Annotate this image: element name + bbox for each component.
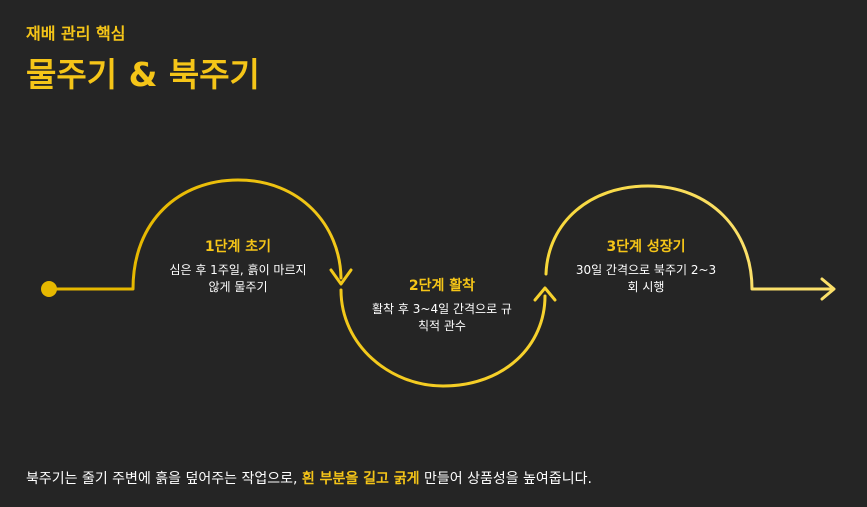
step-1: 1단계 초기 심은 후 1주일, 흙이 마르지 않게 물주기 bbox=[148, 236, 328, 296]
step-2-desc-line1: 활착 후 3~4일 간격으로 규 bbox=[372, 302, 512, 316]
step-2-label: 2단계 활착 bbox=[408, 278, 476, 294]
footer-text-after: 만들어 상품성을 높여줍니다. bbox=[419, 471, 592, 487]
stage3-arc bbox=[544, 184, 754, 291]
step-3-label: 3단계 성장기 bbox=[606, 239, 686, 255]
step-3: 3단계 성장기 30일 간격으로 북주기 2~3 회 시행 bbox=[556, 236, 736, 296]
stage2-arrowhead bbox=[533, 286, 557, 302]
step-1-label: 1단계 초기 bbox=[204, 239, 272, 255]
footer-note: 북주기는 줄기 주변에 흙을 덮어주는 작업으로, 흰 부분을 길고 굵게 만들… bbox=[26, 468, 592, 488]
step-1-desc-line2: 않게 물주기 bbox=[208, 280, 268, 294]
step-3-desc-line1: 30일 간격으로 북주기 2~3 bbox=[575, 263, 717, 277]
stage2-arc bbox=[339, 288, 547, 388]
step-2-desc: 활착 후 3~4일 간격으로 규 칙적 관수 bbox=[352, 301, 532, 335]
step-1-desc: 심은 후 1주일, 흙이 마르지 않게 물주기 bbox=[148, 262, 328, 296]
footer-text-before: 북주기는 줄기 주변에 흙을 덮어주는 작업으로, bbox=[26, 471, 302, 487]
end-arrowhead bbox=[820, 277, 836, 301]
eyebrow-label: 재배 관리 핵심 bbox=[26, 24, 126, 43]
stage1-arrowhead bbox=[329, 268, 353, 286]
footer-highlight: 흰 부분을 길고 굵게 bbox=[301, 471, 420, 487]
step-3-desc-line2: 회 시행 bbox=[627, 280, 665, 294]
step-3-desc: 30일 간격으로 북주기 2~3 회 시행 bbox=[556, 262, 736, 296]
step-2-desc-line2: 칙적 관수 bbox=[418, 319, 466, 333]
page-title: 물주기 & 북주기 bbox=[26, 55, 260, 94]
stage1-arc bbox=[131, 178, 343, 291]
step-2: 2단계 활착 활착 후 3~4일 간격으로 규 칙적 관수 bbox=[352, 275, 532, 335]
step-1-desc-line1: 심은 후 1주일, 흙이 마르지 bbox=[169, 263, 307, 277]
